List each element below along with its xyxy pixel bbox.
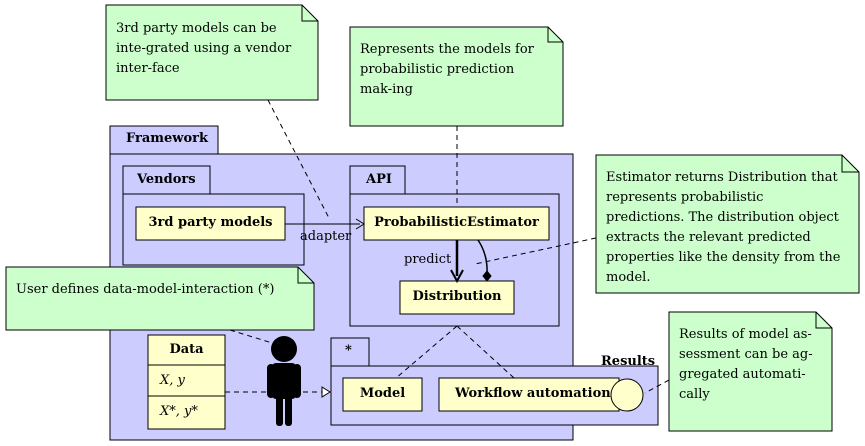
vendor-note-text: 3rd party models can be inte-grated usin… bbox=[116, 21, 292, 76]
data-attribute-xy: X, y bbox=[160, 373, 185, 388]
data-class-label: Data bbox=[169, 342, 204, 357]
star-package-tab bbox=[330, 337, 370, 367]
model-class-box bbox=[342, 377, 423, 412]
third-party-class-label: 3rd party models bbox=[148, 215, 273, 230]
star-package-label: * bbox=[345, 343, 352, 358]
results-note-shape bbox=[668, 311, 833, 432]
data-class-box bbox=[147, 334, 226, 430]
estimator-class-label: ProbabilisticEstimator bbox=[374, 215, 539, 230]
model-class-label: Model bbox=[359, 386, 406, 401]
realization-arrowhead bbox=[321, 386, 331, 398]
api-package-label: API bbox=[366, 172, 392, 187]
vendors-package-label: Vendors bbox=[137, 172, 196, 187]
api-note-text: Represents the models for probabilistic … bbox=[360, 42, 534, 97]
user-actor-figure bbox=[267, 336, 301, 426]
data-attribute-xy-star: X*, y* bbox=[160, 404, 198, 419]
distribution-class-box bbox=[399, 280, 515, 315]
results-interface-circle bbox=[610, 378, 644, 412]
distribution-class-label: Distribution bbox=[412, 289, 502, 304]
workflow-class-box bbox=[438, 377, 620, 412]
predict-arrow bbox=[450, 240, 464, 284]
adapter-edge-label: adapter bbox=[300, 229, 352, 244]
api-package-tab bbox=[349, 165, 406, 195]
estimator-note-shape bbox=[595, 154, 860, 294]
composition-connector bbox=[477, 239, 492, 282]
results-note-text: Results of model as-sessment can be ag-g… bbox=[679, 327, 813, 402]
estimator-class-box bbox=[363, 206, 550, 241]
predict-edge-label: predict bbox=[404, 252, 452, 267]
vendor-note-shape bbox=[105, 4, 319, 101]
user-note-text: User defines data-model-interaction (*) bbox=[16, 282, 275, 297]
user-note-shape bbox=[5, 266, 315, 331]
results-interface-label: Results bbox=[601, 354, 656, 369]
estimator-note-text: Estimator returns Distribution that repr… bbox=[606, 170, 841, 285]
workflow-class-label: Workflow automation bbox=[455, 386, 611, 401]
framework-package-label: Framework bbox=[126, 131, 209, 146]
api-note-shape bbox=[349, 26, 564, 127]
adapter-arrow bbox=[285, 218, 365, 230]
